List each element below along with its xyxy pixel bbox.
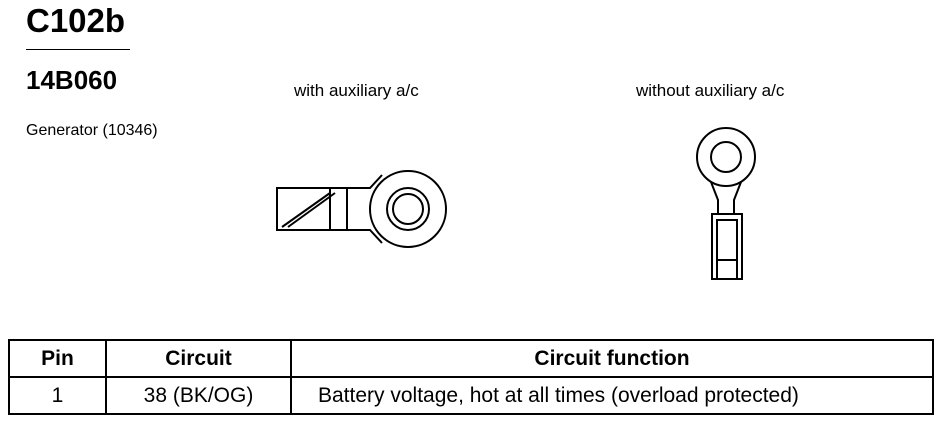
table-header-row: Pin Circuit Circuit function	[8, 339, 934, 378]
column-header-pin: Pin	[8, 339, 107, 378]
pin-number: 1	[8, 376, 107, 415]
variant-label-with-aux: with auxiliary a/c	[294, 81, 419, 100]
table-row: 1 38 (BK/OG) Battery voltage, hot at all…	[8, 376, 934, 415]
circuit-function: Battery voltage, hot at all times (overl…	[290, 376, 934, 415]
column-header-circuit: Circuit	[105, 339, 292, 378]
connector-id: C102b	[26, 2, 126, 39]
component-name: Generator (10346)	[26, 122, 158, 139]
part-number: 14B060	[26, 65, 118, 95]
ring-terminal-horizontal-icon	[276, 170, 447, 248]
ring-terminal-vertical-icon	[696, 127, 756, 280]
title-rule	[26, 49, 130, 50]
pin-table: Pin Circuit Circuit function 1 38 (BK/OG…	[8, 339, 934, 415]
column-header-circuit-function: Circuit function	[290, 339, 934, 378]
variant-label-without-aux: without auxiliary a/c	[636, 81, 785, 100]
circuit-code: 38 (BK/OG)	[105, 376, 292, 415]
